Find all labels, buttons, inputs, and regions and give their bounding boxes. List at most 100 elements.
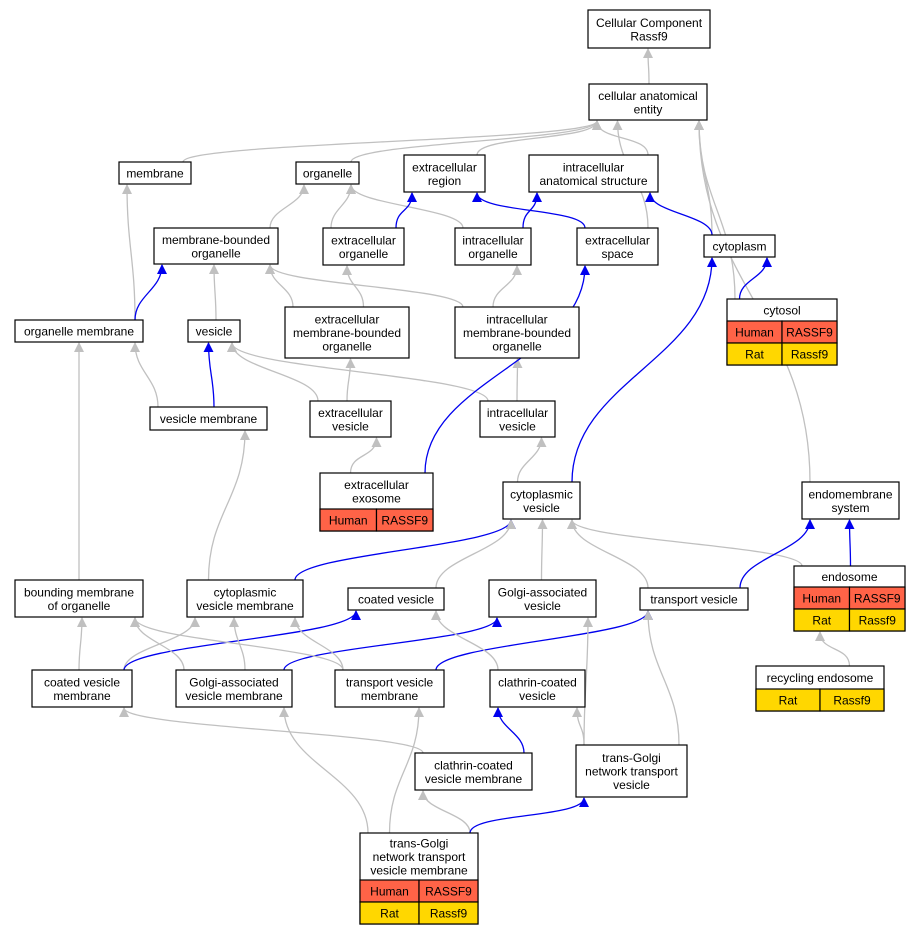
edge-is-a — [567, 519, 803, 567]
node-label: cytosol — [763, 304, 800, 318]
node-box — [322, 227, 405, 266]
node-box — [588, 83, 708, 121]
edge-is-a — [592, 120, 649, 156]
node-transport-vesicle[interactable]: transport vesicle — [639, 587, 749, 611]
species-label: Rat — [745, 348, 764, 362]
node-membrane[interactable]: membrane — [118, 161, 192, 185]
node-label: intracellular — [462, 233, 523, 247]
node-box — [186, 579, 304, 618]
node-label: clathrin-coated — [434, 758, 513, 772]
node-box — [187, 319, 241, 343]
node-vesicle[interactable]: vesicle — [187, 319, 241, 343]
edge-is-a — [76, 617, 87, 671]
species-label: Human — [802, 592, 841, 606]
edge-part-of — [424, 265, 590, 474]
edge-is-a — [119, 707, 424, 754]
species-label: Human — [735, 326, 774, 340]
node-label: vesicle — [499, 419, 536, 433]
node-box — [575, 744, 688, 798]
node-vesicle-membrane[interactable]: vesicle membrane — [149, 406, 268, 431]
edge-is-a — [290, 617, 344, 671]
node-label: endosome — [821, 570, 877, 584]
edge-part-of — [134, 264, 167, 321]
edge-is-a — [643, 610, 680, 746]
species-label: Rat — [380, 907, 399, 921]
node-organelle[interactable]: organelle — [295, 161, 360, 185]
node-label: intracellular — [486, 313, 547, 327]
edge-part-of — [283, 617, 502, 671]
node-label: membrane-bounded — [162, 233, 270, 247]
node-label: vesicle membrane — [370, 864, 468, 878]
node-label: vesicle — [519, 689, 556, 703]
node-coated-vesicle[interactable]: coated vesicle — [347, 587, 445, 611]
gene-label: Rassf9 — [859, 614, 897, 628]
node-organelle-membrane[interactable]: organelle membrane — [14, 319, 144, 343]
node-label: network transport — [585, 765, 678, 779]
node-label: vesicle — [196, 325, 233, 339]
edge-is-a — [492, 265, 522, 308]
edge-is-a — [388, 707, 424, 834]
node-label: entity — [634, 102, 663, 116]
node-box — [295, 161, 360, 185]
edge-is-a — [572, 707, 585, 746]
node-label: cytoplasmic — [214, 585, 277, 599]
edge-is-a — [279, 707, 369, 834]
node-label: Golgi-associated — [189, 675, 278, 689]
node-box — [639, 587, 749, 611]
node-label: coated vesicle — [358, 593, 434, 607]
edge-part-of — [493, 707, 525, 754]
node-box — [309, 400, 392, 438]
gene-label: Rassf9 — [833, 694, 871, 708]
edge-is-a — [227, 342, 489, 402]
node-label: vesicle — [523, 501, 560, 515]
gene-label: RASSF9 — [381, 514, 428, 528]
node-label: clathrin-coated — [498, 675, 577, 689]
edge-is-a — [567, 519, 649, 589]
node-label: extracellular — [344, 478, 409, 492]
gene-cell — [781, 342, 838, 366]
edge-part-of — [739, 519, 815, 589]
node-label: vesicle membrane — [185, 689, 283, 703]
node-label: membrane — [361, 689, 419, 703]
node-label: membrane — [126, 167, 184, 181]
edge-part-of — [738, 257, 772, 300]
gene-cell — [418, 901, 479, 925]
node-label: endomembrane — [808, 487, 892, 501]
node-box — [528, 154, 659, 193]
species-label: Rat — [779, 694, 798, 708]
node-box — [576, 227, 659, 266]
node-label: space — [601, 247, 633, 261]
gene-cell — [375, 508, 434, 532]
gene-cell — [848, 608, 906, 632]
node-box — [479, 400, 556, 438]
node-cytoplasm[interactable]: cytoplasm — [703, 234, 776, 258]
